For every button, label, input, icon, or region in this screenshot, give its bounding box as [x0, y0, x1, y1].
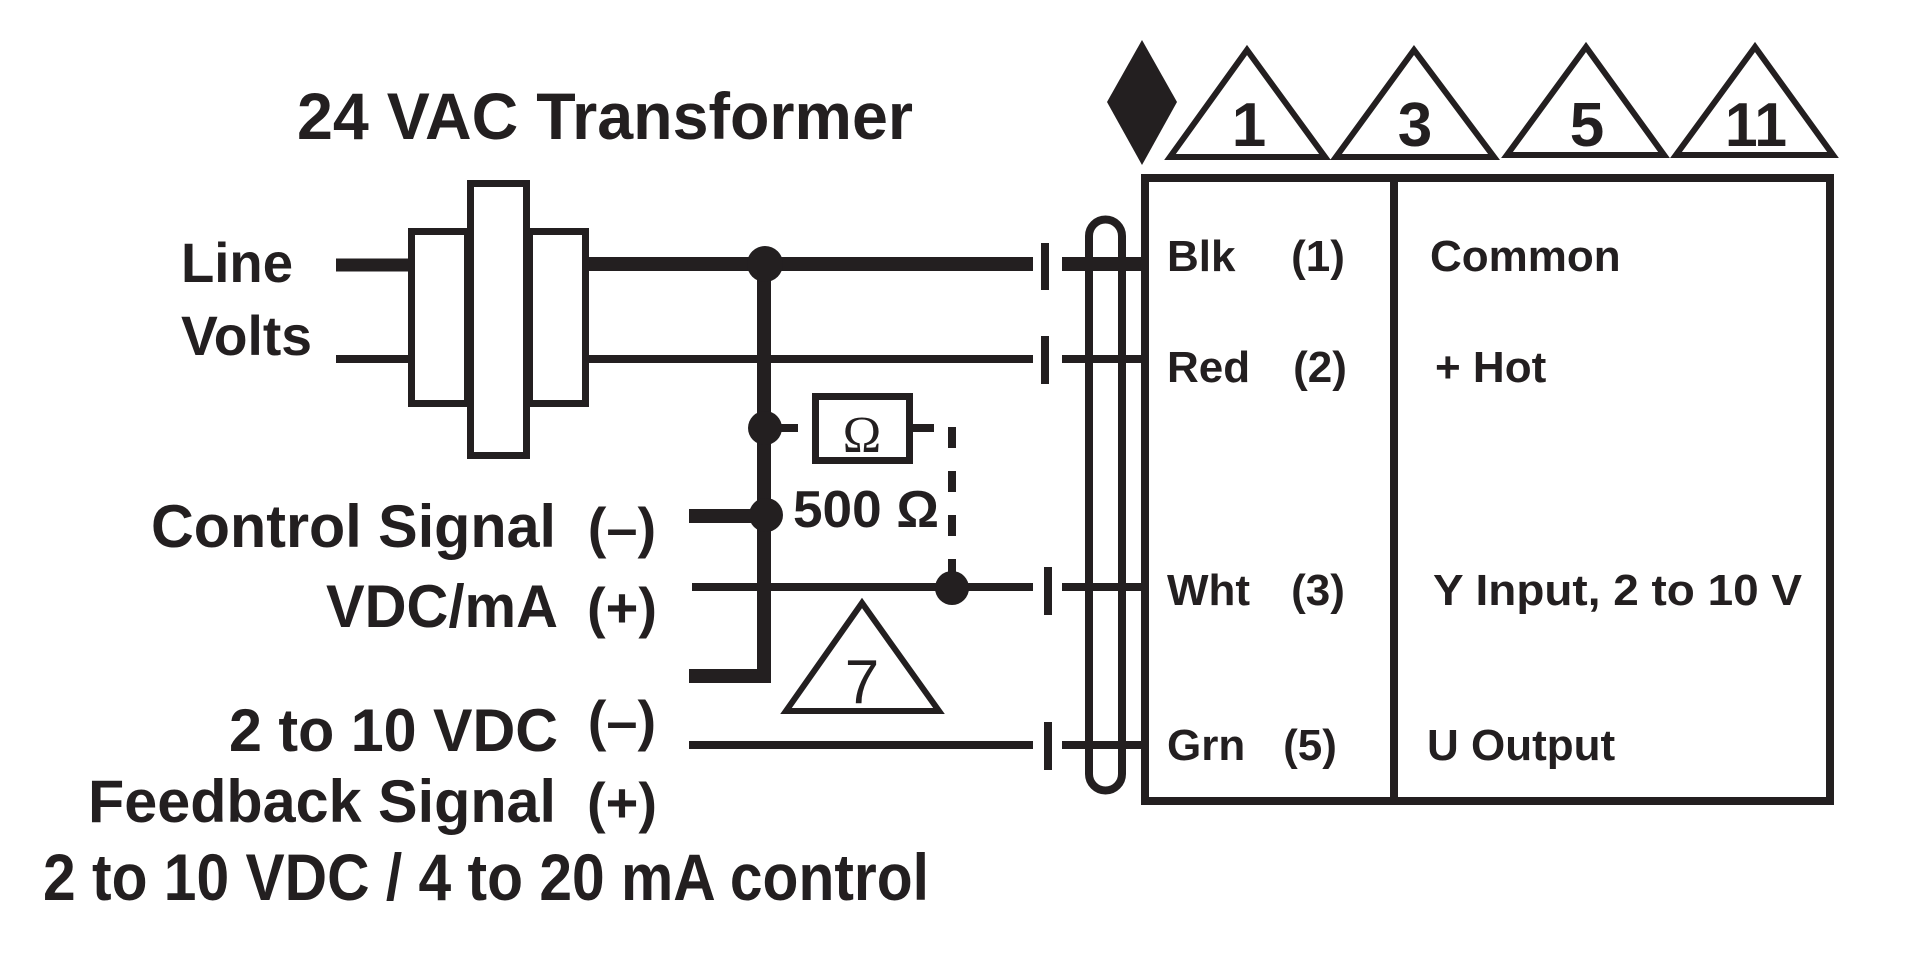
warning-triangle-icon [780, 597, 945, 714]
warning-triangle-icon [1501, 41, 1670, 158]
note-triangle-label: 7 [845, 648, 879, 717]
input-polarity: (–) [588, 496, 656, 559]
note-flag-label: 1 [1232, 91, 1266, 160]
input-label: Control Signal [151, 493, 556, 560]
note-flags: 1 3 5 11 [1107, 40, 1839, 165]
input-polarity: (+) [587, 771, 657, 834]
note-flag-label: 3 [1398, 91, 1432, 160]
terminal-box [1141, 174, 1834, 805]
resistor-symbol: Ω [843, 407, 882, 464]
bus-node-resistor [748, 411, 782, 445]
terminal-row-grn: Grn (5) U Output [1167, 721, 1616, 770]
terminal-function: Common [1430, 232, 1621, 281]
diagram-caption: 2 to 10 VDC / 4 to 20 mA control [43, 840, 929, 914]
terminal-function: + Hot [1435, 343, 1547, 392]
terminal-wire: Red [1167, 343, 1250, 392]
terminal-wire: Grn [1167, 721, 1245, 770]
terminal-function: U Output [1427, 721, 1616, 770]
warning-triangle-icon [1330, 44, 1500, 160]
resistor-node-input [935, 571, 969, 605]
cable-bundle-loop [1085, 215, 1126, 795]
terminal-number: (5) [1283, 721, 1337, 770]
note-flag-5: 5 [1501, 41, 1670, 160]
terminal-number: (1) [1291, 232, 1345, 281]
terminal-function: Y Input, 2 to 10 V [1433, 566, 1803, 615]
terminal-row-red: Red (2) + Hot [1167, 343, 1547, 392]
terminal-row-wht: Wht (3) Y Input, 2 to 10 V [1167, 566, 1803, 615]
bus-node-control [749, 498, 783, 532]
note-triangle-7: 7 [780, 597, 945, 717]
terminal-number: (2) [1293, 343, 1347, 392]
terminal-number: (3) [1291, 566, 1345, 615]
transformer-icon [408, 180, 589, 459]
warning-triangle-icon [1670, 41, 1839, 158]
input-labels: Control Signal (–) VDC/mA (+) 2 to 10 VD… [88, 493, 657, 835]
terminal-row-blk: Blk (1) Common [1167, 232, 1621, 281]
note-flag-label: 11 [1725, 91, 1787, 160]
note-flag-3: 3 [1330, 44, 1500, 160]
input-label: 2 to 10 VDC [229, 697, 558, 764]
line-volts-label-line: Line [181, 231, 293, 294]
input-label: Feedback Signal [88, 768, 556, 835]
diamond-filled-icon [1107, 40, 1177, 165]
line-volts-label-volts: Volts [181, 304, 312, 367]
actuator-terminal-block [1141, 174, 1834, 805]
note-flag-11: 11 [1670, 41, 1839, 160]
note-flag-label: 5 [1570, 91, 1604, 160]
resistor-icon: Ω [780, 393, 934, 464]
terminal-wire: Wht [1167, 566, 1250, 615]
resistor-value: 500 Ω [793, 481, 939, 539]
input-label: VDC/mA [326, 573, 558, 640]
terminal-wire: Blk [1167, 232, 1236, 281]
note-flag-1: 1 [1164, 44, 1331, 160]
diagram-title: 24 VAC Transformer [297, 79, 913, 153]
warning-triangle-icon [1164, 44, 1331, 160]
bus-node-top [747, 246, 783, 282]
input-polarity: (–) [588, 689, 656, 752]
input-polarity: (+) [587, 576, 657, 639]
